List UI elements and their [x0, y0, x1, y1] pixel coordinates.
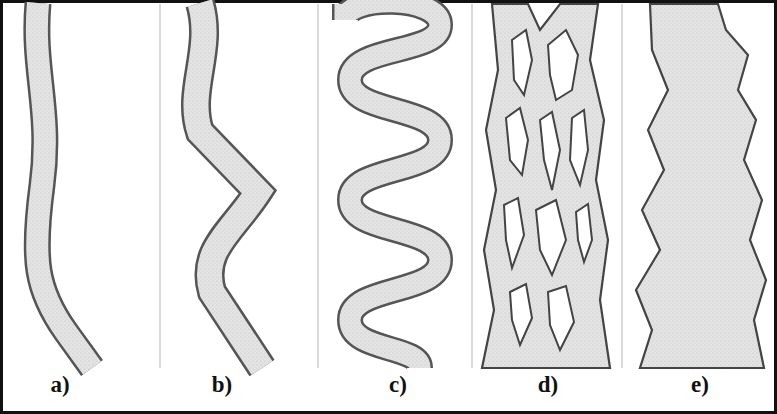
meandering-channel	[345, 2, 440, 368]
panel-letter: d)	[538, 372, 558, 397]
straight-channel	[37, 3, 92, 368]
panel-letter: a)	[50, 372, 69, 397]
panel-letter: c)	[389, 372, 407, 397]
panel-letter: e)	[691, 372, 709, 397]
braided-channel	[482, 4, 610, 368]
panel-letter: b)	[212, 372, 232, 397]
wide-channel	[636, 4, 766, 368]
sinuous-channel	[196, 3, 262, 368]
